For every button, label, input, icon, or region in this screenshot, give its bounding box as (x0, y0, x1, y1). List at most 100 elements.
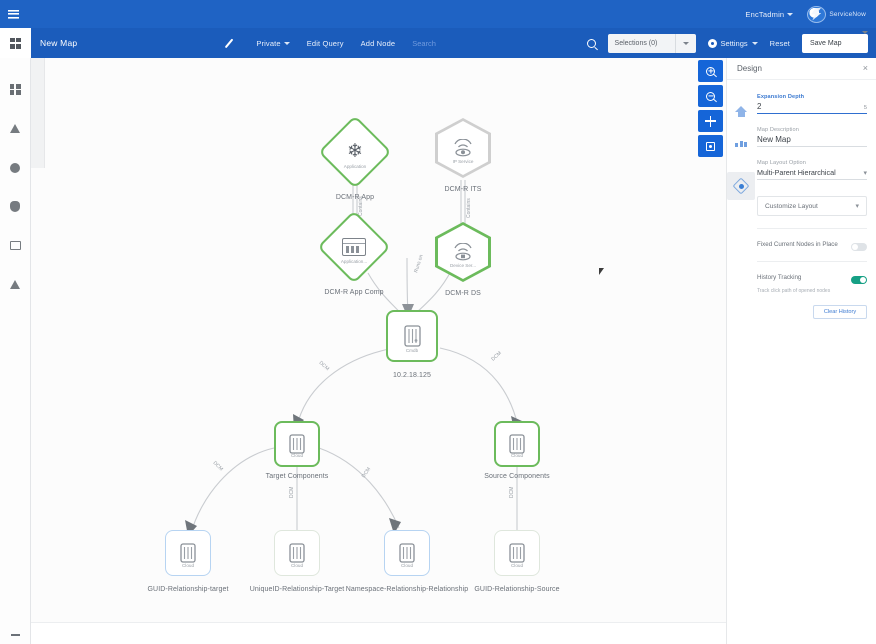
node-inner-label: Cloud (510, 453, 524, 458)
ip-service-icon (454, 139, 472, 157)
alert-triangle-icon (10, 280, 20, 289)
node-inner-label: Device Ser... (449, 263, 477, 268)
clear-history-label: Clear History (823, 308, 857, 315)
settings-label: Settings (720, 38, 748, 48)
sidebar-item-circle[interactable] (8, 160, 23, 175)
design-panel-header: Design × (727, 58, 876, 80)
settings-button[interactable]: Settings (707, 38, 758, 48)
node-shape-hexagon: IP Service (435, 118, 491, 178)
sidebar-item-alerts[interactable] (8, 121, 23, 136)
clear-history-button[interactable]: Clear History (813, 304, 867, 319)
save-map-button[interactable]: Save Map (802, 31, 868, 53)
graph-node-guid-relationship-source[interactable]: Cloud GUID-Relationship-Source (474, 530, 560, 593)
selections-dropdown[interactable]: Selections (0) (607, 33, 696, 53)
zoom-in-button[interactable] (698, 60, 723, 82)
grid-icon (10, 37, 21, 49)
toolbar-search-placeholder[interactable]: Search (412, 38, 436, 48)
cloud-icon (399, 543, 415, 563)
edge-label: DCM (361, 466, 372, 479)
top-header: EncTadmin ServiceNow (0, 0, 876, 28)
user-menu-button[interactable]: EncTadmin (745, 10, 794, 19)
reset-button[interactable]: Reset (770, 39, 790, 48)
graph-node-dcm-r-ds[interactable]: Device Ser... DCM-R DS (435, 222, 491, 297)
device-service-icon (454, 243, 472, 261)
sidebar-item-alerts-2[interactable] (8, 277, 23, 292)
node-inner-label: Application (343, 164, 367, 169)
toolbar-right-group: Selections (0) Settings Reset Save Map (586, 31, 876, 53)
panel-tab-home[interactable] (734, 102, 748, 117)
chevron-down-icon (862, 31, 868, 52)
graph-node-uniqueid-relationship-target[interactable]: Cloud UniqueID-Relationship-Target (250, 530, 344, 593)
edge-label: Contains (466, 198, 472, 218)
hamburger-menu-button[interactable] (0, 0, 26, 28)
graph-node-namespace-relationship[interactable]: Cloud Namespace-Relationship-Relationshi… (346, 530, 468, 593)
edge-label: DCM (212, 460, 224, 472)
map-layout-value: Multi-Parent Hierarchical (757, 168, 836, 178)
node-inner-label: Cloud (181, 563, 195, 568)
panel-tab-chart[interactable] (734, 137, 748, 151)
zoom-out-button[interactable] (698, 85, 723, 107)
node-shape-square: Cmdb (386, 310, 438, 362)
sidebar-collapse-button[interactable] (0, 634, 31, 636)
close-icon[interactable]: × (862, 63, 868, 73)
map-layout-dropdown[interactable]: Multi-Parent Hierarchical ▾ (757, 168, 867, 181)
pencil-icon[interactable] (227, 37, 239, 49)
chevron-down-icon (676, 41, 696, 45)
graph-node-guid-relationship-target[interactable]: Cloud GUID-Relationship-target (148, 530, 228, 593)
cloud-icon (289, 543, 305, 563)
edge-label: DCM (289, 487, 295, 498)
application-component-icon (342, 238, 366, 256)
graph-node-dcm-r-its[interactable]: IP Service DCM-R ITS (435, 118, 491, 193)
brand-logo: ServiceNow (807, 5, 866, 23)
search-icon[interactable] (586, 38, 596, 48)
chevron-down-icon (751, 41, 758, 45)
history-tracking-toggle[interactable] (851, 276, 867, 285)
pan-button[interactable] (698, 110, 723, 132)
chart-icon (735, 141, 747, 147)
selections-label: Selections (0) (614, 39, 658, 47)
customize-layout-dropdown[interactable]: Customize Layout ▾ (757, 196, 867, 217)
node-inner-label: Cmdb (405, 348, 419, 353)
expansion-depth-field: Expansion Depth 2 5 (757, 94, 867, 115)
map-description-label: Map Description (757, 127, 799, 134)
graph-node-source-components[interactable]: Cloud Source Components (484, 421, 550, 480)
graph-node-dcm-r-app-comp[interactable]: Application... DCM-R App Comp (317, 210, 391, 296)
home-icon (735, 106, 747, 117)
cloud-icon (509, 543, 525, 563)
expansion-depth-slider[interactable] (757, 113, 867, 115)
pan-move-icon (705, 115, 716, 127)
edge-label: DCM (318, 360, 330, 372)
sidebar-item-dashboard[interactable] (8, 82, 23, 97)
sidebar-item-monitor[interactable] (8, 238, 23, 253)
map-layout-field: Map Layout Option Multi-Parent Hierarchi… (757, 160, 867, 181)
brand-label: ServiceNow (829, 10, 866, 18)
node-shape-hexagon: Device Ser... (435, 222, 491, 282)
graph-node-target-components[interactable]: Cloud Target Components (266, 421, 328, 480)
fit-button[interactable] (698, 135, 723, 157)
header-right-group: EncTadmin ServiceNow (745, 5, 876, 23)
graph-node-cmdb-host[interactable]: Cmdb 10.2.18.125 (386, 310, 438, 379)
edit-query-label: Edit Query (306, 38, 344, 48)
node-label: Target Components (265, 473, 329, 480)
fixed-nodes-row: Fixed Current Nodes in Place (757, 241, 867, 252)
edit-query-button[interactable]: Edit Query (307, 39, 344, 48)
add-node-button[interactable]: Add Node (361, 39, 396, 48)
zoom-in-icon (706, 66, 715, 76)
panel-tab-nodes[interactable] (727, 172, 755, 200)
fixed-nodes-toggle[interactable] (851, 243, 867, 252)
map-canvas[interactable]: Contains Contains Runs on DCM DCM DCM (31, 58, 726, 644)
node-label: UniqueID-Relationship-Target (249, 586, 345, 593)
map-description-input[interactable]: New Map (757, 135, 791, 145)
toolbar-actions: Private Edit Query Add Node Search (227, 37, 436, 49)
add-node-label: Add Node (360, 38, 396, 48)
node-inner-label: Application... (340, 259, 368, 264)
edge-label: Runs on (413, 254, 425, 274)
toolbar-grid-button[interactable] (0, 28, 31, 58)
visibility-dropdown[interactable]: Private (256, 39, 290, 48)
expansion-depth-value[interactable]: 2 (757, 102, 762, 111)
hamburger-icon (7, 9, 19, 19)
divider (757, 261, 867, 263)
brand-mark-icon (807, 5, 827, 23)
graph-node-dcm-r-app[interactable]: ❄ Application DCM-R App (318, 115, 392, 201)
sidebar-item-security[interactable] (8, 199, 23, 214)
